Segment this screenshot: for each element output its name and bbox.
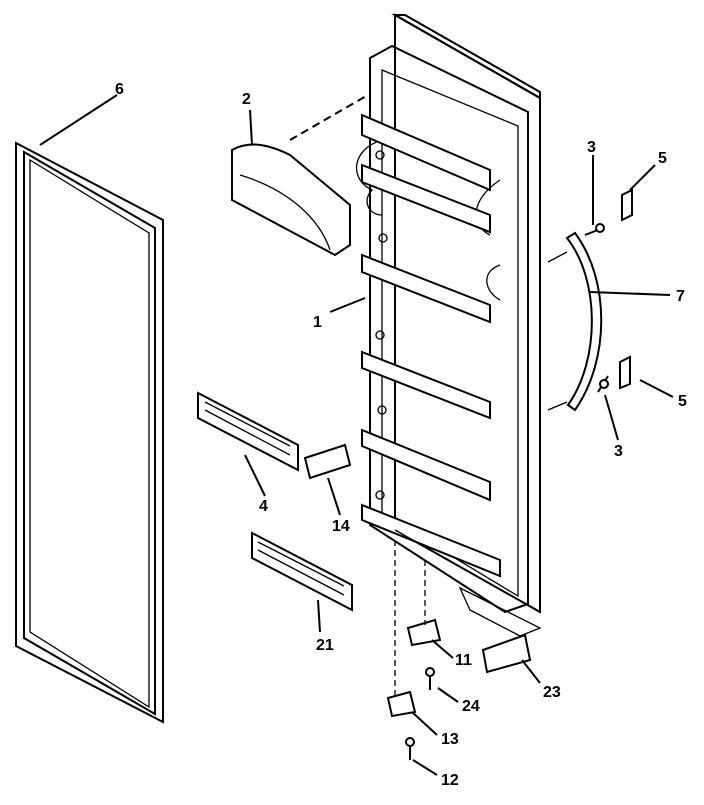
screw-24 (425, 667, 435, 690)
callout-1: 1 (313, 314, 322, 331)
door-gasket (15, 141, 164, 724)
screw-top (584, 223, 605, 236)
callout-13: 13 (441, 731, 459, 748)
screw-bottom (597, 375, 609, 393)
leader-lines (39, 94, 674, 776)
dairy-door (231, 143, 351, 257)
callout-23: 23 (543, 684, 561, 701)
callout-7: 7 (676, 288, 685, 305)
callout-4: 4 (259, 498, 268, 515)
callout-3-bottom: 3 (614, 443, 623, 460)
handle-clip-top (621, 188, 633, 222)
trim-strip-21 (251, 531, 353, 612)
callout-11: 11 (455, 652, 472, 669)
callout-6: 6 (115, 81, 124, 98)
callout-24: 24 (462, 698, 480, 715)
trim-strip-4 (197, 391, 299, 472)
callout-14: 14 (332, 518, 350, 535)
door-handle (565, 231, 603, 412)
hinge-13 (386, 690, 417, 718)
handle-clip-bottom (619, 355, 631, 390)
callout-5-bottom: 5 (678, 393, 687, 410)
shelf-bracket-14 (303, 443, 352, 480)
hinge-cap-23 (481, 633, 532, 674)
door-assembly (356, 13, 542, 637)
callout-2: 2 (242, 91, 251, 108)
screw-12 (405, 737, 415, 760)
callout-3-top: 3 (587, 139, 596, 156)
callout-12: 12 (441, 772, 459, 789)
callout-labels: 1 2 3 3 4 5 5 6 7 11 12 13 14 21 23 24 (115, 81, 687, 789)
callout-5-top: 5 (658, 150, 667, 167)
callout-21: 21 (316, 637, 334, 654)
hinge-block-11 (406, 618, 442, 647)
dairy-door-leader-line (289, 94, 369, 141)
